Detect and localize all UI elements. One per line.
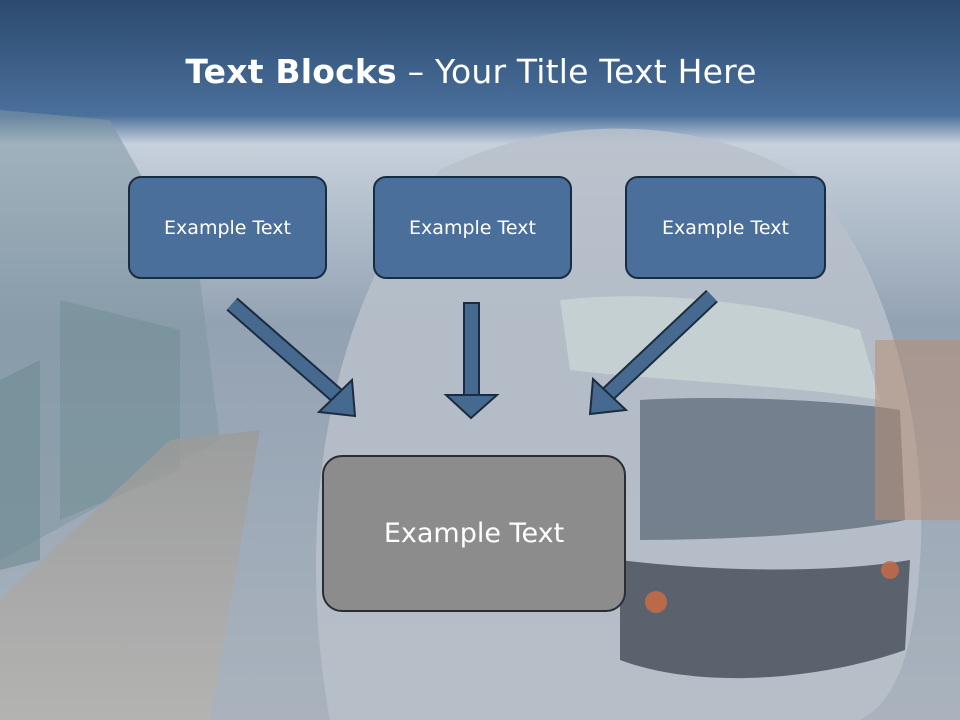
result-text-block-label: Example Text — [383, 518, 565, 549]
arrow-right-shaft-fill — [601, 291, 717, 401]
arrow-left-shaft-fill — [227, 299, 347, 405]
title-bold-part: Text Blocks — [185, 52, 397, 91]
arrow-left-diagonal — [226, 297, 357, 418]
result-text-block[interactable]: Example Text — [322, 455, 626, 612]
title-rest-part: – Your Title Text Here — [396, 52, 757, 91]
arrow-right-head — [588, 376, 629, 416]
slide-title: Text Blocks – Your Title Text Here — [0, 52, 942, 91]
text-block-2-label: Example Text — [409, 216, 536, 239]
text-block-2[interactable]: Example Text — [373, 176, 572, 279]
text-block-1[interactable]: Example Text — [128, 176, 327, 279]
arrow-center-shaft — [463, 302, 480, 396]
text-block-3[interactable]: Example Text — [625, 176, 826, 279]
text-block-3-label: Example Text — [662, 216, 789, 239]
arrow-center-head — [443, 394, 500, 420]
arrow-left-head — [316, 377, 357, 418]
arrow-center-down — [443, 302, 500, 420]
arrow-right-diagonal — [588, 289, 718, 416]
text-block-1-label: Example Text — [164, 216, 291, 239]
